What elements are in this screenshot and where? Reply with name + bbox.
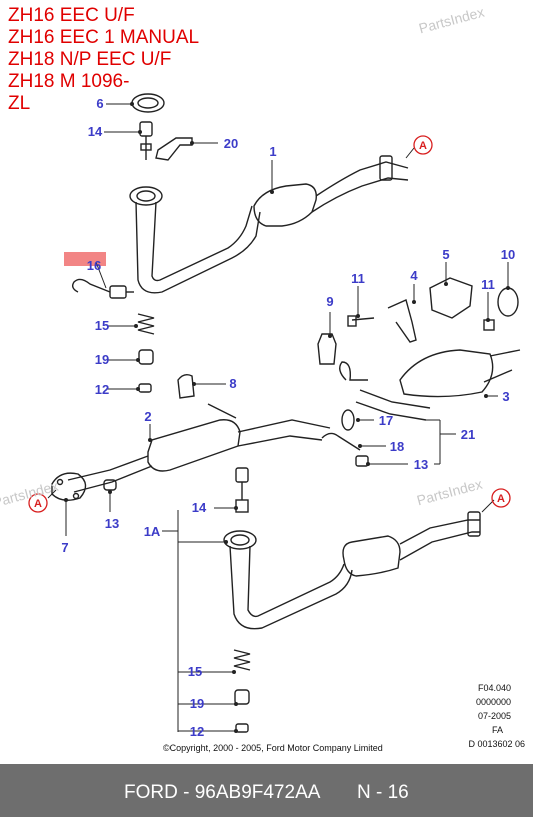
- flange-7: [51, 472, 87, 501]
- exhaust-system-diagram: A A A 6 14 20 1 16 15 19 12 8 2 5 10 11 …: [28, 93, 521, 739]
- callout-14[interactable]: 14: [88, 124, 103, 139]
- header-line-1: ZH16 EEC U/F: [8, 5, 135, 26]
- header-line-5: ZL: [8, 93, 31, 114]
- ref-a-circle: [491, 488, 511, 508]
- ring-10: [497, 287, 519, 317]
- rear-silencer: [147, 419, 241, 472]
- callout-12[interactable]: 12: [190, 724, 204, 739]
- callout-10[interactable]: 10: [501, 247, 515, 262]
- info-date: 07-2005: [477, 711, 511, 721]
- ref-a-circle: [413, 135, 433, 155]
- callout-13[interactable]: 13: [414, 457, 428, 472]
- callout-11[interactable]: 11: [351, 271, 365, 286]
- front-pipe-flange: [129, 186, 163, 206]
- part-number: FORD - 96AB9F472AA: [124, 782, 321, 803]
- header-line-3: ZH18 N/P EEC U/F: [8, 49, 172, 70]
- callout-17[interactable]: 17: [379, 413, 393, 428]
- bolt-part: [139, 121, 153, 137]
- callout-13[interactable]: 13: [105, 516, 119, 531]
- oxygen-sensor: [71, 278, 111, 293]
- callout-20[interactable]: 20: [224, 136, 238, 151]
- ref-a-label: A: [34, 498, 42, 510]
- hanger-8: [177, 373, 195, 399]
- callout-19[interactable]: 19: [190, 696, 204, 711]
- callout-5[interactable]: 5: [442, 247, 449, 262]
- clamp-18: [341, 409, 355, 431]
- highlight-box: [64, 252, 106, 266]
- callout-7[interactable]: 7: [61, 540, 68, 555]
- ref-a-circle: [28, 493, 48, 513]
- bracket-5: [429, 277, 473, 319]
- callout-18[interactable]: 18: [390, 439, 404, 454]
- callout-2[interactable]: 2: [144, 409, 151, 424]
- rubber-mount: [234, 689, 250, 705]
- footer-bar: FORD - 96AB9F472AA N - 16: [0, 764, 533, 817]
- info-code: 0000000: [475, 697, 511, 707]
- callout-15[interactable]: 15: [95, 318, 109, 333]
- front-pipe: [135, 201, 261, 294]
- callout-12[interactable]: 12: [95, 382, 109, 397]
- header-line-2: ZH16 EEC 1 MANUAL: [8, 27, 200, 48]
- front-pipe-1a-flange: [223, 530, 257, 550]
- callout-9[interactable]: 9: [326, 294, 333, 309]
- catalytic-converter-1: [253, 183, 317, 227]
- spring-part: [233, 649, 251, 671]
- resonator-1a: [342, 535, 401, 577]
- bolt-part: [235, 467, 249, 483]
- copyright-notice: ©Copyright, 2000 - 2005, Ford Motor Comp…: [163, 743, 383, 753]
- front-pipe-1a: [229, 545, 353, 630]
- info-figure-code: F04.040: [477, 683, 511, 693]
- ref-a-label: A: [497, 493, 505, 505]
- ref-a-label: A: [419, 140, 427, 152]
- header-line-4: ZH18 M 1096-: [8, 71, 130, 92]
- bracket-part: [155, 137, 193, 161]
- callout-1a[interactable]: 1A: [144, 524, 161, 539]
- callout-14[interactable]: 14: [192, 500, 207, 515]
- callout-3[interactable]: 3: [502, 389, 509, 404]
- rubber-mount: [138, 349, 154, 365]
- info-drawing-number: D 0013602 06: [468, 739, 525, 749]
- callout-16[interactable]: 16: [87, 258, 101, 273]
- callout-21[interactable]: 21: [461, 427, 475, 442]
- callout-1[interactable]: 1: [269, 144, 276, 159]
- callout-19[interactable]: 19: [95, 352, 109, 367]
- callout-8[interactable]: 8: [229, 376, 236, 391]
- spring-part: [137, 313, 155, 335]
- gasket-part: [131, 93, 165, 113]
- hanger-4: [387, 299, 417, 343]
- bracket-9: [317, 333, 337, 365]
- callout-11[interactable]: 11: [481, 277, 495, 292]
- info-market: FA: [491, 725, 503, 735]
- callout-4[interactable]: 4: [410, 268, 418, 283]
- page-number: N - 16: [357, 782, 409, 803]
- callout-6[interactable]: 6: [96, 96, 103, 111]
- catalytic-converter-3: [399, 349, 494, 398]
- callout-15[interactable]: 15: [188, 664, 202, 679]
